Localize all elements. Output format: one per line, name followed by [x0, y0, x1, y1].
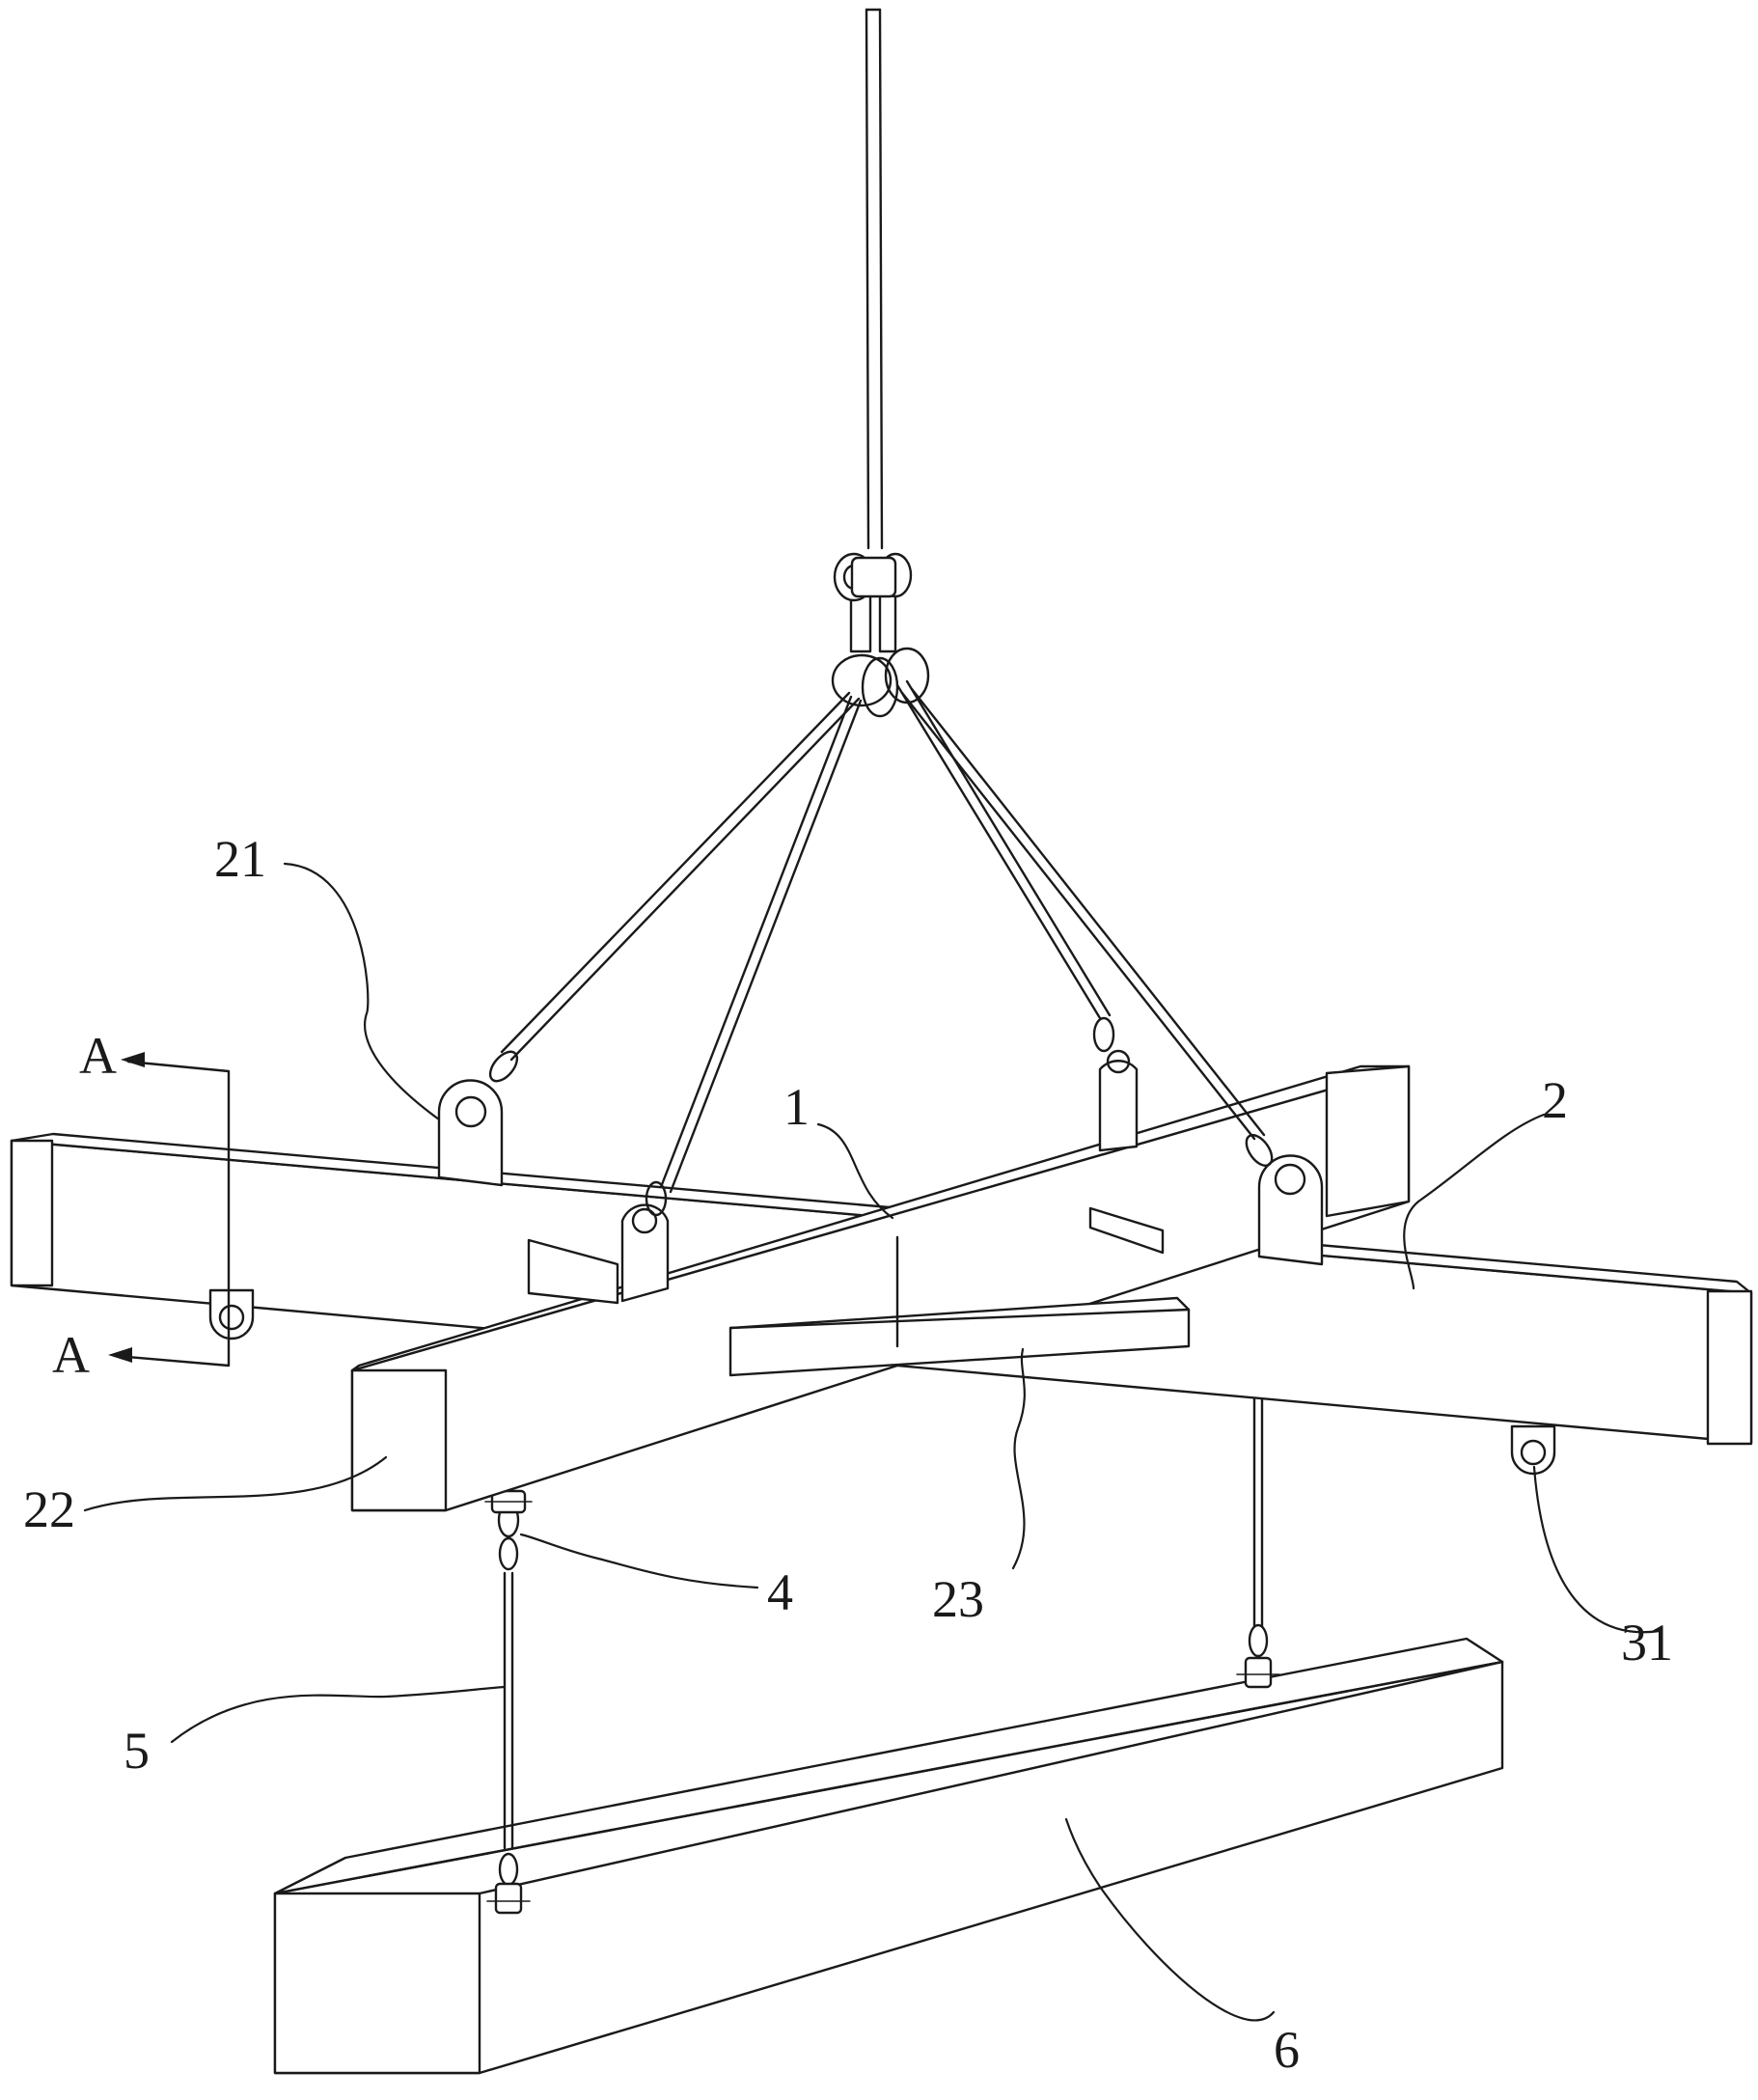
swivel-hook [835, 554, 911, 651]
leader-23 [1013, 1349, 1025, 1568]
slings [502, 681, 1264, 1192]
label-31: 31 [1621, 1614, 1673, 1672]
label-21: 21 [214, 830, 266, 888]
label-1: 1 [783, 1078, 810, 1136]
load-block [275, 1639, 1502, 2073]
lug-21-a [439, 1081, 502, 1186]
leader-4 [521, 1534, 757, 1588]
label-4: 4 [767, 1563, 793, 1621]
leader-5 [172, 1687, 504, 1742]
label-23: 23 [932, 1570, 984, 1628]
leader-22 [85, 1457, 386, 1510]
leader-31 [1534, 1467, 1660, 1632]
lug-21-c [1100, 1051, 1137, 1150]
lower-rope-right [1237, 1399, 1279, 1687]
label-5: 5 [124, 1722, 150, 1780]
hoist-rod [866, 10, 882, 548]
leader-21 [285, 864, 439, 1119]
lug-21-d [1259, 1156, 1322, 1265]
section-label-bottom: A [52, 1326, 90, 1384]
label-2: 2 [1542, 1071, 1568, 1129]
section-label-top: A [79, 1027, 117, 1085]
lug-31-left [210, 1290, 253, 1339]
shackle-4 [485, 1491, 532, 1536]
label-22: 22 [23, 1480, 75, 1538]
lug-21-b [622, 1205, 668, 1301]
label-6: 6 [1274, 2021, 1300, 2079]
